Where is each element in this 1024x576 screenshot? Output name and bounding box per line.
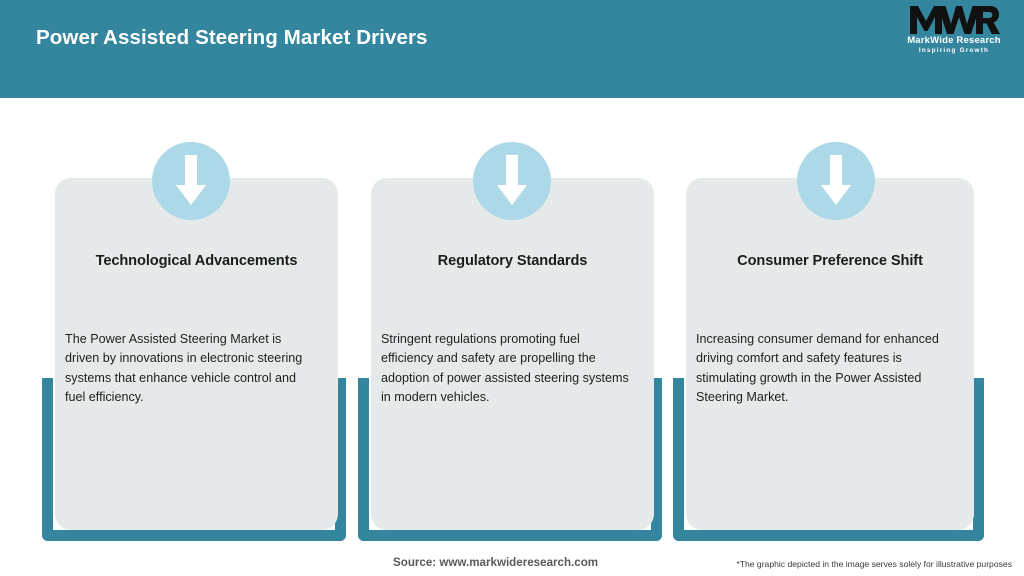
down-arrow-glyph — [497, 155, 527, 205]
card-title-1: Technological Advancements — [95, 253, 298, 269]
driver-card-panel-2: Regulatory Standards Stringent regulatio… — [371, 178, 654, 530]
card-title-3: Consumer Preference Shift — [737, 253, 923, 269]
card-body-3: Increasing consumer demand for enhanced … — [696, 332, 939, 405]
brand-tagline: Inspiring Growth — [918, 47, 990, 54]
driver-card-1 — [42, 378, 346, 541]
brand-name: MarkWide Research — [907, 35, 1001, 46]
card-accent-bracket-3 — [673, 378, 984, 541]
brand-logo: MarkWide Research Inspiring Growth — [900, 5, 1008, 63]
driver-card-2 — [358, 378, 662, 541]
page-title: Power Assisted Steering Market Drivers — [36, 26, 428, 49]
header-bar: Power Assisted Steering Market Drivers M… — [0, 0, 1024, 98]
driver-card-panel-3: Consumer Preference Shift Increasing con… — [686, 178, 974, 530]
disclaimer-note: *The graphic depicted in the image serve… — [736, 559, 1012, 569]
card-title-2: Regulatory Standards — [437, 253, 588, 269]
driver-card-3 — [673, 378, 984, 541]
source-label: Source: www.markwideresearch.com — [393, 556, 599, 569]
card-body-1: The Power Assisted Steering Market is dr… — [65, 332, 303, 405]
driver-card-panel-1: Technological Advancements The Power Ass… — [55, 178, 338, 530]
card-body-2: Stringent regulations promoting fuel eff… — [381, 332, 629, 405]
card-accent-bracket-1 — [42, 378, 346, 541]
down-arrow-icon-2 — [473, 142, 551, 220]
down-arrow-glyph — [176, 155, 206, 205]
mwr-monogram-icon — [900, 5, 1008, 35]
down-arrow-icon-3 — [797, 142, 875, 220]
down-arrow-icon-1 — [152, 142, 230, 220]
down-arrow-glyph — [821, 155, 851, 205]
card-accent-bracket-2 — [358, 378, 662, 541]
